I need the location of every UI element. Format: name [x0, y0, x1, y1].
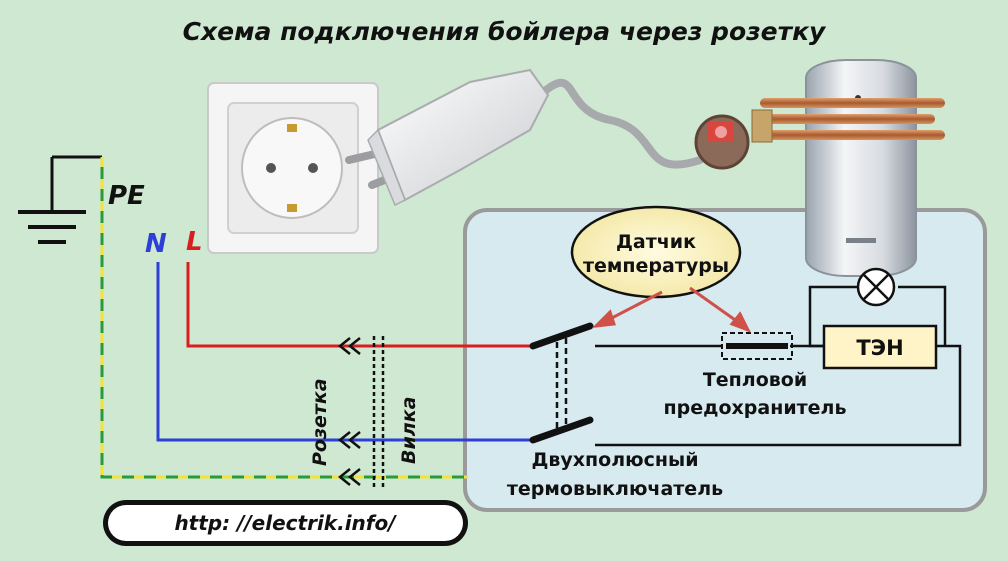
connector-chevrons	[337, 337, 361, 486]
phase-wire	[186, 262, 535, 348]
plug-label: Вилка	[398, 397, 420, 464]
neutral-wire	[156, 262, 535, 442]
power-cable	[536, 78, 704, 169]
pe-wire	[100, 157, 468, 479]
socket-plug-divider	[372, 336, 385, 487]
sensor-arrows	[591, 286, 752, 333]
pe-label: PE	[108, 181, 145, 211]
boiler-circuit	[595, 285, 962, 447]
thermal-fuse	[721, 332, 793, 360]
fuse-label-line2: предохранитель	[664, 397, 847, 419]
diagram-title: Схема подключения бойлера через розетку	[183, 17, 827, 46]
fuse-label-line1: Тепловой	[703, 369, 807, 391]
l-label: L	[186, 227, 203, 257]
wall-socket	[207, 82, 379, 254]
source-url: http: //electrik.info/	[174, 511, 397, 535]
indicator-lamp	[856, 267, 896, 307]
n-label: N	[145, 229, 167, 259]
sensor-label-line2: температуры	[583, 255, 729, 277]
power-plug	[345, 68, 550, 207]
double-pole-switch	[529, 322, 594, 444]
switch-label-line1: Двухполюсный	[531, 449, 698, 471]
sensor-label-line1: Датчик	[616, 231, 696, 253]
heater-label: ТЭН	[856, 336, 903, 360]
heating-element-image	[694, 98, 945, 170]
url-box	[103, 500, 468, 546]
boiler-tank	[805, 59, 917, 277]
temperature-sensor	[570, 205, 742, 299]
socket-label: Розетка	[309, 378, 331, 466]
switch-label-line2: термовыключатель	[507, 478, 723, 500]
heater-box	[822, 324, 938, 370]
ground-symbol	[18, 155, 102, 244]
